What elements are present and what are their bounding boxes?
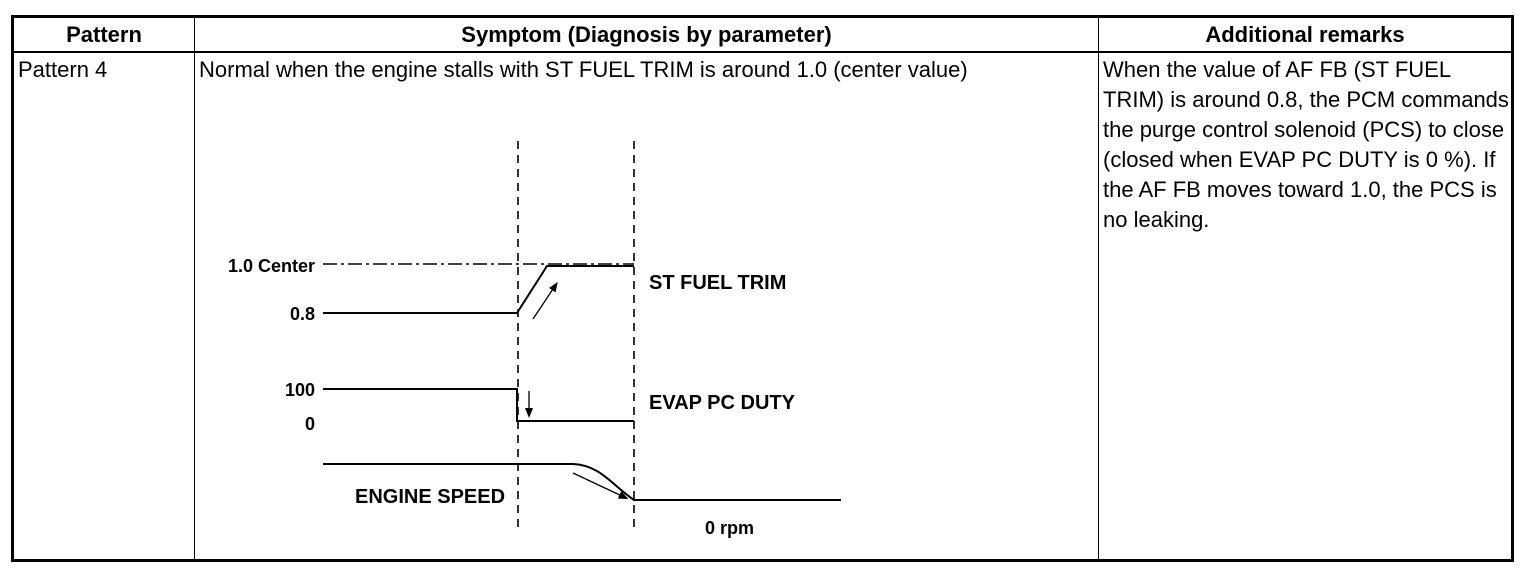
speed-drop-arrow — [572, 472, 629, 500]
header-remarks: Additional remarks — [1098, 16, 1513, 53]
symptom-wrap: Normal when the engine stalls with ST FU… — [195, 53, 1098, 559]
trim-rise-arrow — [532, 281, 558, 320]
st-fuel-trim-label: ST FUEL TRIM — [649, 272, 786, 294]
table-row: Pattern 4 Normal when the engine stalls … — [12, 51, 1513, 561]
symptom-cell: Normal when the engine stalls with ST FU… — [194, 51, 1099, 561]
parameter-graph: 1.0 Center 0.8 100 0 ST FUEL TRIM EVAP P… — [228, 141, 841, 538]
header-symptom: Symptom (Diagnosis by parameter) — [194, 16, 1099, 53]
low-trim-label: 0.8 — [290, 304, 315, 324]
engine-speed-trace — [323, 463, 841, 501]
diagnosis-table: Pattern Symptom (Diagnosis by parameter)… — [11, 15, 1514, 562]
symptom-text: Normal when the engine stalls with ST FU… — [199, 57, 968, 82]
duty-high-label: 100 — [285, 380, 315, 400]
pattern-cell: Pattern 4 — [12, 51, 195, 561]
evap-pc-duty-trace — [323, 388, 634, 422]
st-fuel-trim-trace — [323, 265, 634, 314]
remarks-cell: When the value of AF FB (ST FUEL TRIM) i… — [1098, 51, 1513, 561]
duty-low-label: 0 — [305, 414, 315, 434]
center-label: 1.0 Center — [228, 256, 315, 276]
zero-rpm-label: 0 rpm — [705, 518, 754, 538]
header-pattern: Pattern — [12, 16, 195, 53]
header-row: Pattern Symptom (Diagnosis by parameter)… — [12, 16, 1513, 53]
pattern-name: Pattern 4 — [18, 57, 108, 82]
evap-pc-duty-label: EVAP PC DUTY — [649, 392, 796, 414]
remarks-text: When the value of AF FB (ST FUEL TRIM) i… — [1103, 57, 1509, 232]
engine-speed-label: ENGINE SPEED — [355, 486, 505, 508]
